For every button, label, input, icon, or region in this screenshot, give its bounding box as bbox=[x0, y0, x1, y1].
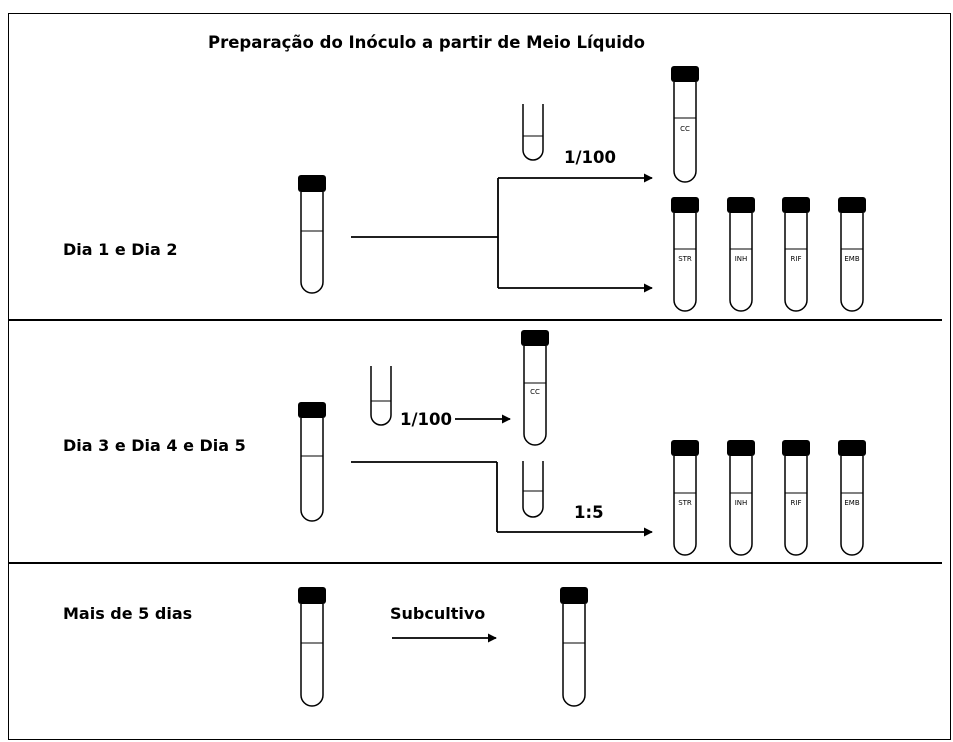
drug-tube-rif-row1: RIF bbox=[782, 197, 810, 312]
drug-label-rif-row1: RIF bbox=[791, 255, 802, 263]
dilution-label-row1: 1/100 bbox=[564, 148, 616, 167]
dilution-label-row2-control: 1/100 bbox=[400, 410, 452, 429]
dilution-tube-row2-drugs bbox=[522, 461, 544, 518]
drug-label-str-row2: STR bbox=[678, 499, 692, 507]
row-label-over-5-days: Mais de 5 dias bbox=[63, 604, 193, 623]
drug-label-str-row1: STR bbox=[678, 255, 692, 263]
dilution-label-row2-drugs: 1:5 bbox=[574, 503, 604, 522]
control-tube-row1: CC bbox=[671, 66, 699, 183]
diagram-title: Preparação do Inóculo a partir de Meio L… bbox=[208, 33, 646, 52]
dilution-tube-row2-control bbox=[370, 366, 392, 426]
diagram-frame bbox=[8, 13, 951, 740]
control-tube-row2: CC bbox=[521, 330, 549, 446]
drug-label-rif-row2: RIF bbox=[791, 499, 802, 507]
subculture-tube-row3 bbox=[560, 587, 588, 707]
control-tube-label-row2: CC bbox=[530, 388, 540, 396]
source-tube-row3 bbox=[298, 587, 326, 707]
drug-label-inh-row1: INH bbox=[735, 255, 748, 263]
source-tube-row1 bbox=[298, 175, 326, 294]
drug-tube-rif-row2: RIF bbox=[782, 440, 810, 556]
drug-label-inh-row2: INH bbox=[735, 499, 748, 507]
drug-tube-str-row2: STR bbox=[671, 440, 699, 556]
row-label-day1-2: Dia 1 e Dia 2 bbox=[63, 240, 178, 259]
drug-tube-inh-row2: INH bbox=[727, 440, 755, 556]
drug-tube-emb-row2: EMB bbox=[838, 440, 866, 556]
drug-label-emb-row2: EMB bbox=[844, 499, 859, 507]
drug-label-emb-row1: EMB bbox=[844, 255, 859, 263]
row-label-day3-5: Dia 3 e Dia 4 e Dia 5 bbox=[63, 436, 246, 455]
drug-tube-inh-row1: INH bbox=[727, 197, 755, 312]
dilution-tube-row1 bbox=[522, 104, 544, 161]
source-tube-row2 bbox=[298, 402, 326, 522]
drug-tube-emb-row1: EMB bbox=[838, 197, 866, 312]
control-tube-label-row1: CC bbox=[680, 125, 690, 133]
subculture-label: Subcultivo bbox=[390, 604, 486, 623]
drug-tube-str-row1: STR bbox=[671, 197, 699, 312]
